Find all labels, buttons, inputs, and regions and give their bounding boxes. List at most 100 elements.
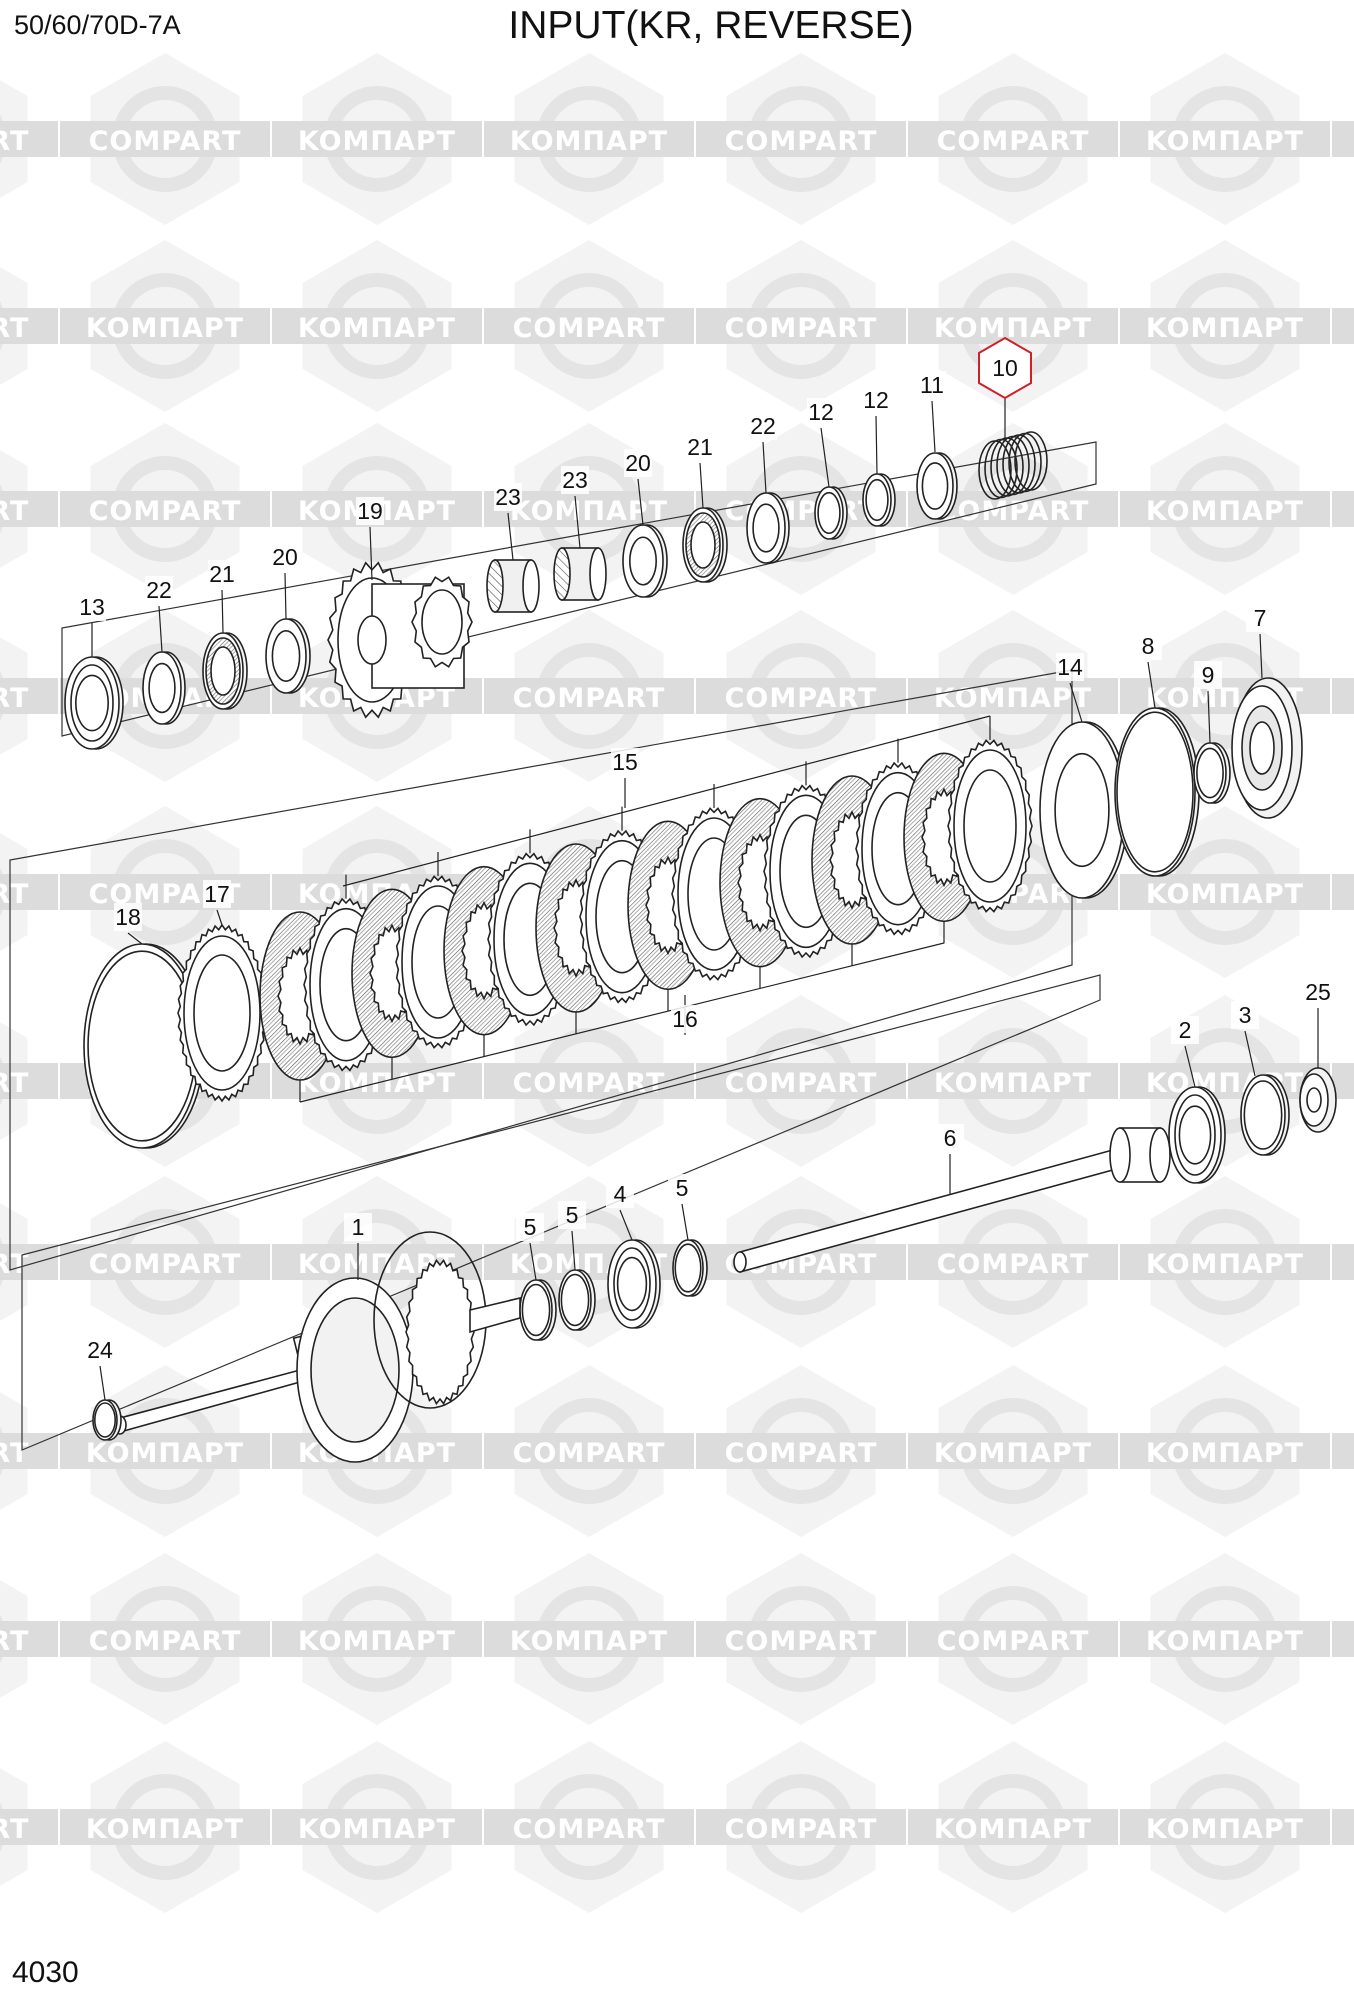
watermark-tile: KOMПAPT bbox=[1120, 240, 1330, 412]
watermark-band bbox=[1332, 308, 1354, 344]
watermark-text: KOMПAPT bbox=[934, 1438, 1092, 1469]
callout-10[interactable]: 10 bbox=[978, 336, 1032, 400]
callout-16[interactable]: 16 bbox=[671, 1005, 699, 1033]
callout-backdrop bbox=[1194, 661, 1222, 689]
callout-5[interactable]: 5 bbox=[668, 1174, 696, 1202]
callout-23[interactable]: 23 bbox=[494, 483, 522, 511]
seal-ring-5c bbox=[672, 1239, 708, 1297]
callout-backdrop bbox=[807, 398, 835, 426]
callout-18[interactable]: 18 bbox=[114, 903, 142, 931]
watermark-text: KOMПAPT bbox=[1146, 1438, 1304, 1469]
callout-backdrop bbox=[558, 1201, 586, 1229]
watermark-text: KOMПAPT bbox=[298, 1814, 456, 1845]
watermark-band bbox=[908, 1063, 1118, 1099]
callout-22[interactable]: 22 bbox=[749, 412, 777, 440]
callout-1[interactable]: 1 bbox=[344, 1213, 372, 1241]
needle-bearing-23b bbox=[553, 547, 607, 601]
watermark-text: COMPART bbox=[89, 1249, 242, 1280]
watermark-text: KOMПAPT bbox=[1146, 879, 1304, 910]
watermark-band bbox=[696, 308, 906, 344]
callout-6[interactable]: 6 bbox=[936, 1124, 964, 1152]
callout-5[interactable]: 5 bbox=[558, 1201, 586, 1229]
callout-7[interactable]: 7 bbox=[1246, 604, 1274, 632]
callout-22[interactable]: 22 bbox=[145, 576, 173, 604]
thrust-washer-20b bbox=[265, 618, 311, 694]
callout-13[interactable]: 13 bbox=[78, 593, 106, 621]
callout-17[interactable]: 17 bbox=[203, 880, 231, 908]
watermark-band bbox=[0, 121, 58, 157]
callout-backdrop bbox=[936, 1124, 964, 1152]
callout-number: 5 bbox=[676, 1175, 689, 1201]
watermark-tile: COMPART bbox=[0, 1580, 58, 1698]
callout-21[interactable]: 21 bbox=[686, 433, 714, 461]
watermark-text: KOMПAPT bbox=[510, 1626, 668, 1657]
callout-2[interactable]: 2 bbox=[1171, 1016, 1199, 1044]
watermark-band bbox=[1332, 1433, 1354, 1469]
callout-21[interactable]: 21 bbox=[208, 560, 236, 588]
callout-backdrop bbox=[203, 880, 231, 908]
watermark-tile: COMPART bbox=[1332, 1809, 1354, 1845]
watermark-tile: KOMПAPT bbox=[1332, 874, 1354, 910]
callout-5[interactable]: 5 bbox=[516, 1213, 544, 1241]
watermark-tile: COMPART bbox=[696, 1365, 906, 1537]
snap-ring-12a bbox=[862, 473, 896, 527]
callout-4[interactable]: 4 bbox=[606, 1180, 634, 1208]
watermark-band bbox=[484, 1809, 694, 1845]
callout-23[interactable]: 23 bbox=[561, 466, 589, 494]
callout-20[interactable]: 20 bbox=[271, 543, 299, 571]
end-plate-17 bbox=[177, 923, 267, 1103]
callout-24[interactable]: 24 bbox=[86, 1336, 114, 1364]
watermark-text: COMPART bbox=[0, 683, 29, 714]
leader-line bbox=[342, 715, 991, 887]
watermark-tile: KOMПAPT bbox=[908, 1365, 1118, 1537]
watermark-band bbox=[0, 1809, 58, 1845]
watermark-tile: COMPART bbox=[484, 1365, 694, 1537]
watermark-text: COMPART bbox=[937, 1249, 1090, 1280]
callout-11[interactable]: 11 bbox=[918, 371, 946, 399]
watermark-band bbox=[1120, 121, 1330, 157]
diagram-title: INPUT(KR, REVERSE) bbox=[508, 4, 914, 47]
callout-number: 15 bbox=[612, 749, 638, 775]
watermark-text: COMPART bbox=[513, 1814, 666, 1845]
watermark-tile: COMPART bbox=[0, 450, 58, 568]
callout-9[interactable]: 9 bbox=[1194, 661, 1222, 689]
leader-line bbox=[158, 605, 163, 653]
needle-bearing-23a bbox=[486, 559, 540, 613]
watermark-band bbox=[696, 678, 906, 714]
callout-number: 24 bbox=[87, 1337, 113, 1363]
callout-12[interactable]: 12 bbox=[862, 386, 890, 414]
watermark-band bbox=[1120, 491, 1330, 527]
watermark-text: KOMПAPT bbox=[934, 1068, 1092, 1099]
watermark-band bbox=[60, 1809, 270, 1845]
watermark-band bbox=[484, 121, 694, 157]
watermark-band bbox=[484, 678, 694, 714]
leader-line bbox=[1244, 1030, 1256, 1077]
watermark-tile: KOMПAPT bbox=[60, 1741, 270, 1913]
callout-backdrop bbox=[561, 466, 589, 494]
watermark-band bbox=[484, 1621, 694, 1657]
watermark-text: COMPART bbox=[89, 1626, 242, 1657]
callout-15[interactable]: 15 bbox=[611, 748, 639, 776]
leader-line bbox=[762, 441, 767, 494]
callout-number: 21 bbox=[209, 561, 235, 587]
callout-25[interactable]: 25 bbox=[1304, 978, 1332, 1006]
callout-12[interactable]: 12 bbox=[807, 398, 835, 426]
spacer-22a bbox=[746, 492, 790, 564]
watermark-band bbox=[1332, 1621, 1354, 1657]
watermark-band bbox=[696, 121, 906, 157]
watermark-tile: KOMПAPT bbox=[1120, 53, 1330, 225]
callout-8[interactable]: 8 bbox=[1134, 632, 1162, 660]
callout-19[interactable]: 19 bbox=[356, 497, 384, 525]
callout-3[interactable]: 3 bbox=[1231, 1001, 1259, 1029]
watermark-band bbox=[696, 1433, 906, 1469]
callout-20[interactable]: 20 bbox=[624, 449, 652, 477]
callout-backdrop bbox=[1246, 604, 1274, 632]
lower-row-frame bbox=[21, 974, 1101, 1451]
watermark-band bbox=[908, 1809, 1118, 1845]
watermark-tile: COMPART bbox=[696, 1553, 906, 1725]
leader-line bbox=[931, 400, 936, 453]
thrust-bearing-21a bbox=[682, 507, 728, 583]
callout-number: 14 bbox=[1057, 654, 1083, 680]
callout-14[interactable]: 14 bbox=[1056, 653, 1084, 681]
